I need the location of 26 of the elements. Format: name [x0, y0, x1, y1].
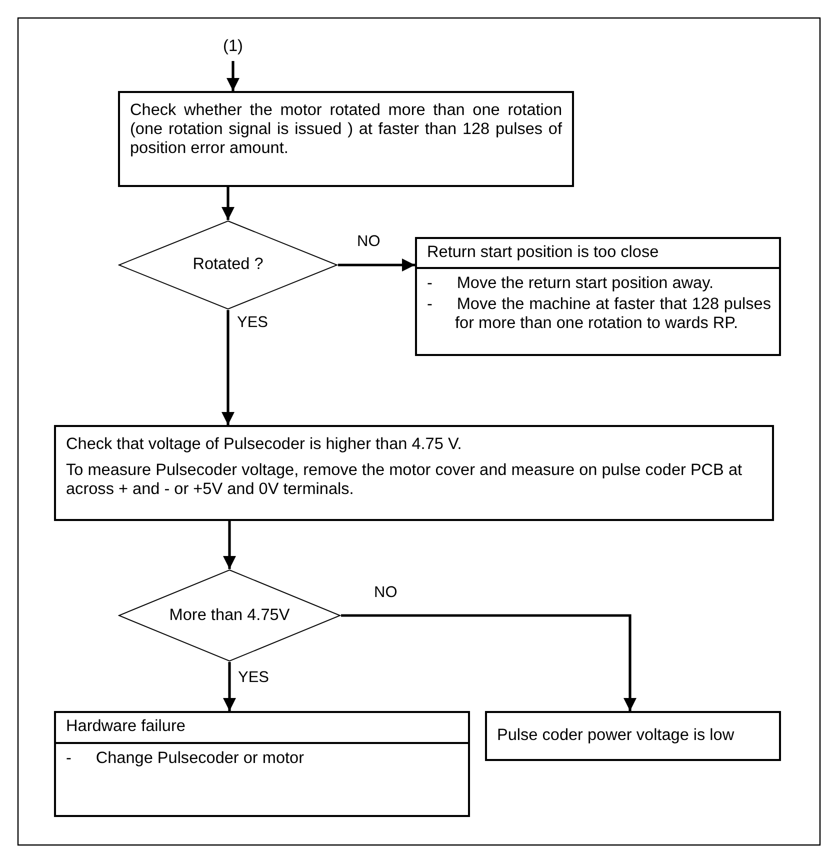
- arrow: [226, 61, 240, 91]
- arrow: [338, 258, 415, 272]
- step-label: (1): [222, 37, 244, 56]
- process-box: [54, 425, 774, 521]
- arrow: [223, 521, 236, 569]
- decision-text: More than 4.75V: [168, 606, 291, 624]
- decision-diamond: [118, 569, 341, 662]
- result-heading: Hardware failure: [66, 717, 186, 736]
- process-text: To measure Pulsecoder voltage, remove the motor cover and measure on pulse coder PCB at across + and - or +5V and 0V terminals.: [66, 461, 744, 499]
- process-box: [118, 91, 574, 187]
- decision-text: Rotated ?: [192, 255, 264, 274]
- action-item: - Change Pulsecoder or motor: [66, 749, 305, 768]
- arrow: [222, 187, 234, 220]
- arrow: [223, 662, 236, 711]
- result-box: [415, 237, 781, 356]
- action-item: - Move the return start position away.: [427, 274, 715, 293]
- result-heading: Return start position is too close: [427, 243, 659, 262]
- process-text: Check whether the motor rotated more than one rotation (one rotation signal is issued ) at faster than 128 pulses of position error amount.: [130, 101, 562, 158]
- process-text: Pulse coder power voltage is low: [497, 726, 736, 745]
- decision-diamond: [118, 220, 338, 310]
- action-item: - Move the machine at faster that 128 pulses for more than one rotation to wards RP.: [427, 295, 771, 333]
- process-text: Check that voltage of Pulsecoder is higher than 4.75 V.: [66, 435, 463, 454]
- arrow: [222, 310, 234, 425]
- arrow: [341, 614, 636, 711]
- process-box: [485, 711, 781, 761]
- result-box: [54, 711, 470, 817]
